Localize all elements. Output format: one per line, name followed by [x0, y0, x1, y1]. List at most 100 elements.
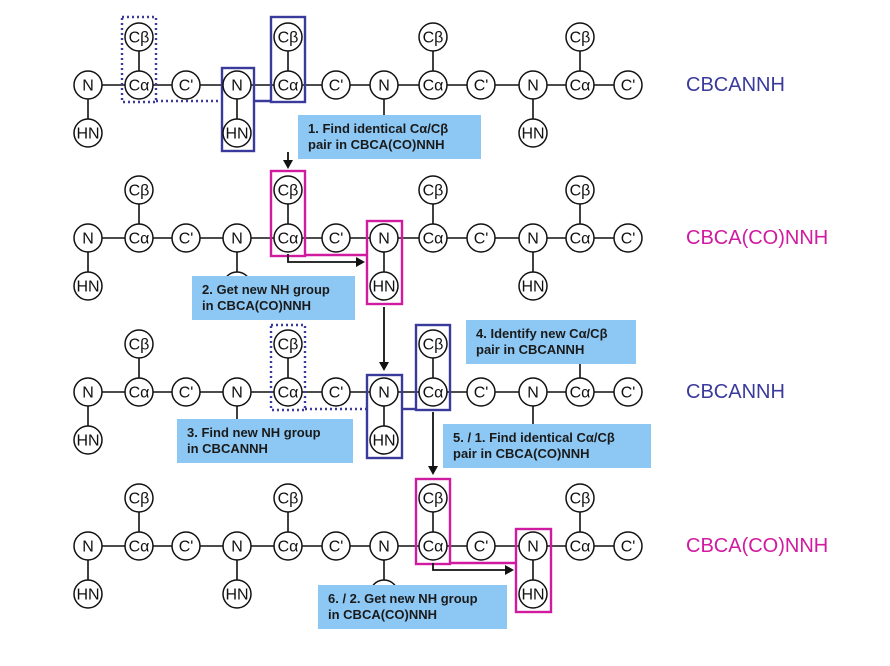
carbonyl-atom: C'	[466, 377, 496, 407]
svg-text:Cα: Cα	[129, 231, 150, 248]
c-alpha-atom: Cα	[418, 531, 448, 561]
svg-text:Cβ: Cβ	[423, 491, 444, 508]
carbonyl-atom: C'	[171, 223, 201, 253]
svg-text:C': C'	[179, 78, 194, 95]
svg-text:Cα: Cα	[423, 78, 444, 95]
spectrum-label: CBCANNH	[686, 74, 785, 96]
carbonyl-atom: C'	[613, 531, 643, 561]
n-atom: N	[369, 223, 399, 253]
carbonyl-atom: C'	[466, 531, 496, 561]
note-line: in CBCA(CO)NNH	[202, 298, 311, 313]
svg-text:HN: HN	[225, 587, 248, 604]
svg-text:Cβ: Cβ	[423, 337, 444, 354]
prev-ca-cb-box	[269, 323, 307, 412]
svg-text:Cβ: Cβ	[278, 183, 299, 200]
ca-cb-box	[269, 15, 307, 104]
svg-text:Cα: Cα	[570, 539, 591, 556]
hn-atom: HN	[369, 271, 399, 301]
svg-text:Cβ: Cβ	[278, 491, 299, 508]
carbonyl-atom: C'	[171, 70, 201, 100]
svg-text:Cα: Cα	[129, 539, 150, 556]
svg-text:C': C'	[329, 78, 344, 95]
svg-text:C': C'	[329, 385, 344, 402]
svg-text:Cβ: Cβ	[423, 30, 444, 47]
note-line: pair in CBCA(CO)NNH	[453, 446, 590, 461]
hn-atom: HN	[518, 271, 548, 301]
hn-atom: HN	[73, 579, 103, 609]
nh-box	[365, 373, 404, 460]
note-line: pair in CBCANNH	[476, 342, 584, 357]
n-atom: N	[518, 70, 548, 100]
svg-text:Cα: Cα	[423, 231, 444, 248]
hn-atom: HN	[73, 118, 103, 148]
svg-text:N: N	[378, 231, 390, 248]
svg-text:N: N	[82, 539, 94, 556]
svg-text:C': C'	[474, 78, 489, 95]
c-alpha-atom: Cα	[124, 531, 154, 561]
carbonyl-atom: C'	[321, 223, 351, 253]
svg-text:C': C'	[329, 231, 344, 248]
note-line: 6. / 2. Get new NH group	[328, 591, 478, 606]
svg-text:C': C'	[621, 231, 636, 248]
svg-text:Cβ: Cβ	[129, 491, 150, 508]
c-beta-atom: Cβ	[565, 175, 595, 205]
c-alpha-atom: Cα	[565, 223, 595, 253]
note-line: in CBCA(CO)NNH	[328, 607, 437, 622]
svg-text:Cβ: Cβ	[129, 30, 150, 47]
c-beta-atom: Cβ	[124, 22, 154, 52]
svg-text:Cβ: Cβ	[278, 30, 299, 47]
c-alpha-atom: Cα	[273, 70, 303, 100]
svg-text:C': C'	[179, 539, 194, 556]
spectrum-label: CBCA(CO)NNH	[686, 227, 828, 249]
step-arrow	[287, 254, 356, 263]
c-alpha-atom: Cα	[124, 377, 154, 407]
carbonyl-atom: C'	[321, 377, 351, 407]
n-atom: N	[222, 377, 252, 407]
svg-text:C': C'	[474, 231, 489, 248]
svg-text:N: N	[82, 385, 94, 402]
svg-text:N: N	[231, 539, 243, 556]
note-line: in CBCANNH	[187, 441, 268, 456]
carbonyl-atom: C'	[171, 377, 201, 407]
nh-box	[220, 66, 256, 153]
spectrum-label: CBCA(CO)NNH	[686, 535, 828, 557]
svg-text:Cα: Cα	[278, 231, 299, 248]
carbonyl-atom: C'	[613, 70, 643, 100]
arrowhead	[505, 565, 514, 575]
svg-text:C': C'	[474, 539, 489, 556]
c-beta-atom: Cβ	[273, 175, 303, 205]
svg-text:Cα: Cα	[129, 78, 150, 95]
svg-text:Cα: Cα	[278, 539, 299, 556]
hn-atom: HN	[73, 425, 103, 455]
hn-atom: HN	[518, 118, 548, 148]
n-atom: N	[369, 70, 399, 100]
c-alpha-atom: Cα	[273, 531, 303, 561]
svg-text:Cβ: Cβ	[129, 337, 150, 354]
note-line: 3. Find new NH group	[187, 425, 321, 440]
svg-text:HN: HN	[521, 587, 544, 604]
svg-text:N: N	[231, 78, 243, 95]
svg-text:N: N	[527, 78, 539, 95]
n-atom: N	[222, 223, 252, 253]
svg-text:Cβ: Cβ	[129, 183, 150, 200]
c-beta-atom: Cβ	[418, 175, 448, 205]
n-atom: N	[73, 377, 103, 407]
svg-text:N: N	[231, 231, 243, 248]
svg-text:Cα: Cα	[570, 78, 591, 95]
arrowhead	[379, 362, 389, 371]
carbonyl-atom: C'	[466, 70, 496, 100]
arrowhead	[283, 160, 293, 169]
svg-text:HN: HN	[521, 126, 544, 143]
n-atom: N	[73, 70, 103, 100]
arrow-layer	[283, 152, 514, 575]
svg-text:N: N	[231, 385, 243, 402]
svg-text:N: N	[378, 78, 390, 95]
c-beta-atom: Cβ	[565, 483, 595, 513]
svg-text:HN: HN	[372, 279, 395, 296]
c-beta-atom: Cβ	[418, 22, 448, 52]
svg-text:Cβ: Cβ	[278, 337, 299, 354]
svg-text:HN: HN	[521, 279, 544, 296]
